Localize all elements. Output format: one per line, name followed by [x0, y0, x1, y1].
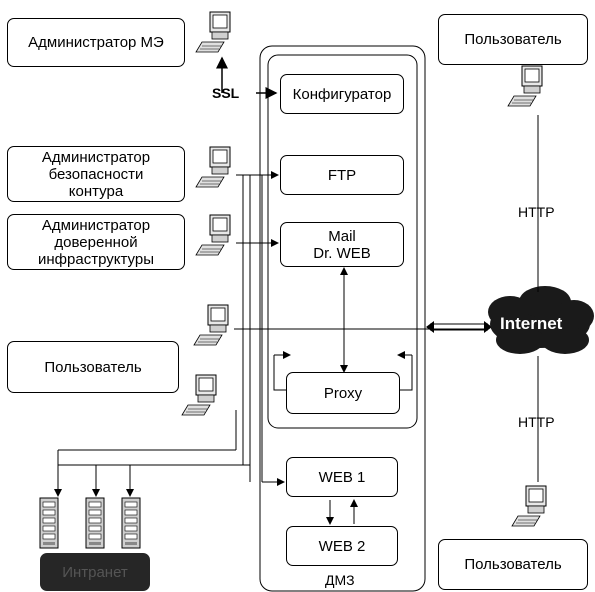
- mail-label: Mail Dr. WEB: [313, 227, 371, 262]
- http-bottom-label: HTTP: [518, 414, 555, 430]
- dmz-label: ДМЗ: [325, 572, 355, 588]
- mail-box: Mail Dr. WEB: [280, 222, 404, 267]
- admin-me-label: Администратор МЭ: [28, 34, 164, 51]
- user-bottom-right-box: Пользователь: [438, 539, 588, 590]
- ssl-label: SSL: [212, 85, 240, 101]
- http-top-label: HTTP: [518, 204, 555, 220]
- admin-trusted-box: Администратор доверенной инфраструктуры: [7, 214, 185, 270]
- dmz-inner-frame: [267, 54, 418, 429]
- user-top-right-box: Пользователь: [438, 14, 588, 65]
- admin-me-box: Администратор МЭ: [7, 18, 185, 67]
- proxy-box: Proxy: [286, 372, 400, 414]
- computer-icon: [511, 485, 547, 527]
- computer-icon: [195, 146, 231, 188]
- intranet-label: Интранет: [62, 563, 128, 581]
- user-bottom-right-label: Пользователь: [464, 556, 562, 573]
- computer-icon: [507, 65, 543, 107]
- server-icon: [85, 497, 105, 549]
- internet-label: Internet: [500, 314, 563, 333]
- dmz-outer-frame: [259, 45, 426, 592]
- web2-box: WEB 2: [286, 526, 398, 566]
- user-left-box: Пользователь: [7, 341, 179, 393]
- admin-security-label: Администратор безопасности контура: [41, 148, 151, 200]
- computer-icon: [193, 304, 229, 346]
- configurator-label: Конфигуратор: [292, 85, 392, 103]
- server-icon: [121, 497, 141, 549]
- ftp-box: FTP: [280, 155, 404, 195]
- computer-icon: [181, 374, 217, 416]
- server-icon: [39, 497, 59, 549]
- web1-label: WEB 1: [318, 468, 366, 486]
- cloud-icon: [488, 286, 594, 354]
- web1-box: WEB 1: [286, 457, 398, 497]
- intranet-box: Интранет: [40, 553, 150, 591]
- ftp-label: FTP: [327, 166, 357, 184]
- proxy-label: Proxy: [323, 384, 363, 402]
- configurator-box: Конфигуратор: [280, 74, 404, 114]
- admin-trusted-label: Администратор доверенной инфраструктуры: [38, 216, 154, 268]
- computer-icon: [195, 214, 231, 256]
- user-top-right-label: Пользователь: [464, 31, 562, 48]
- web2-label: WEB 2: [318, 537, 366, 555]
- admin-security-box: Администратор безопасности контура: [7, 146, 185, 202]
- computer-icon: [195, 11, 231, 53]
- user-left-label: Пользователь: [44, 358, 142, 376]
